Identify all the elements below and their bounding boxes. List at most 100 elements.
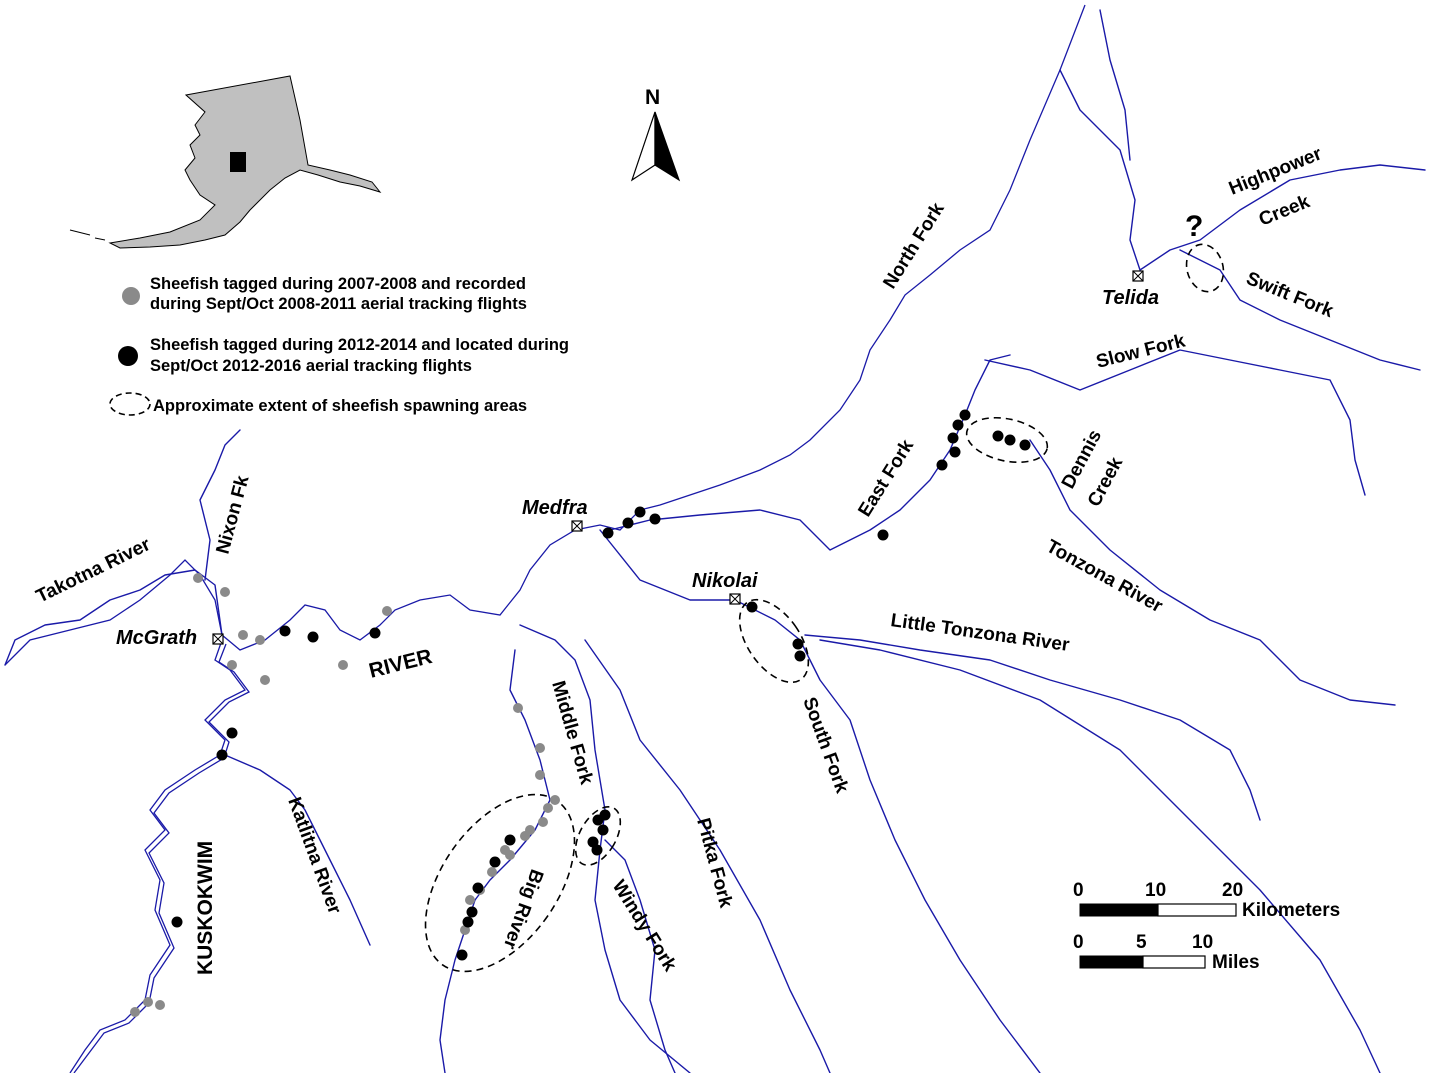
town-nikolai: Nikolai <box>692 570 758 605</box>
gray-dot-marker <box>220 587 230 597</box>
scale-mi-tick-0: 0 <box>1073 932 1084 953</box>
label-kuskokwim: KUSKOKWIM <box>194 841 217 975</box>
scale-mi-tick-1: 5 <box>1136 932 1147 953</box>
label-nixon-fk: Nixon Fk <box>213 473 254 556</box>
black-dot-marker <box>466 906 478 918</box>
gray-dot-marker <box>460 925 470 935</box>
east-fork-line <box>609 354 1011 551</box>
label-big-river: Big River <box>499 866 547 952</box>
black-dot-marker <box>936 459 948 471</box>
label-katlitna: Katlitna River <box>283 795 345 918</box>
spawn-area-south-fork <box>738 598 810 684</box>
spawn-area-swift-fork <box>1185 243 1225 293</box>
label-highpower-creek: Creek <box>1256 191 1313 230</box>
katlitna-river-line <box>224 754 371 946</box>
black-dot-marker <box>171 916 183 928</box>
town-label-medfra: Medfra <box>522 497 588 519</box>
label-pitka-fork: Pitka Fork <box>692 816 736 911</box>
gray-dot-marker <box>238 630 248 640</box>
town-telida: Telida <box>1102 270 1159 309</box>
black-dots-2012-2014 <box>171 409 1031 961</box>
legend-item-2-line2: Sept/Oct 2012-2016 aerial tracking fligh… <box>150 357 472 375</box>
label-tonzona: Tonzona River <box>1043 536 1167 617</box>
black-dot-marker <box>279 625 291 637</box>
legend-item-3-line1: Approximate extent of sheefish spawning … <box>153 397 527 415</box>
gray-dot-marker <box>227 660 237 670</box>
gray-dot-marker <box>193 573 203 583</box>
scale-km-tick-0: 0 <box>1073 880 1084 901</box>
legend: Sheefish tagged during 2007-2008 and rec… <box>109 275 569 416</box>
gray-dot-marker <box>513 703 523 713</box>
label-middle-fork: Middle Fork <box>547 679 597 788</box>
gray-dot-marker <box>505 850 515 860</box>
legend-item-1-line1: Sheefish tagged during 2007-2008 and rec… <box>150 275 526 293</box>
black-dot-marker <box>602 527 614 539</box>
little-tonzona-line <box>804 634 1261 821</box>
legend-item-2-line1: Sheefish tagged during 2012-2014 and loc… <box>150 336 569 354</box>
gray-dot-marker <box>543 803 553 813</box>
kuskokwim-river-line <box>4 4 1086 666</box>
scale-km-tick-2: 20 <box>1222 880 1243 901</box>
gray-dots-2007-2008 <box>130 573 560 1017</box>
middle-fork-line <box>519 624 691 1073</box>
north-fork-upper-line <box>1099 9 1131 161</box>
scale-km-tick-1: 10 <box>1145 880 1166 901</box>
black-dot-marker <box>952 419 964 431</box>
tonzona-river-line <box>1029 439 1396 706</box>
gray-dot-marker <box>338 660 348 670</box>
scale-bar-km: 0 10 20 Kilometers <box>1073 880 1340 921</box>
swift-fork-line <box>1179 249 1421 371</box>
question-mark: ? <box>1185 210 1203 243</box>
black-dot-marker <box>634 506 646 518</box>
gray-dot-marker <box>255 635 265 645</box>
label-east-fork: East Fork <box>854 436 918 521</box>
south-fork-line <box>599 529 1041 1073</box>
spawn-area-middle-fork <box>574 806 622 866</box>
black-dot-marker <box>369 627 381 639</box>
river-labels: North Fork Highpower Creek Swift Fork Sl… <box>33 143 1337 975</box>
north-arrow-icon <box>630 111 656 182</box>
black-dot-marker <box>949 446 961 458</box>
black-dot-marker <box>216 749 228 761</box>
black-dot-marker <box>1004 434 1016 446</box>
label-south-fork: South Fork <box>798 695 852 797</box>
label-river: RIVER <box>367 645 435 683</box>
big-river-line <box>439 649 551 1073</box>
gray-dot-marker <box>155 1000 165 1010</box>
gray-dot-marker <box>382 606 392 616</box>
black-dot-marker <box>746 601 758 613</box>
nixon-fk-line <box>199 429 241 581</box>
black-dot-marker <box>599 809 611 821</box>
town-label-mcgrath: McGrath <box>116 627 197 649</box>
river-network <box>4 4 1426 1073</box>
black-dot-marker <box>456 949 468 961</box>
scale-mi-tick-2: 10 <box>1192 932 1213 953</box>
black-dot-marker <box>591 844 603 856</box>
label-takotna: Takotna River <box>33 534 154 608</box>
gray-dot-marker <box>130 1007 140 1017</box>
black-dot-marker <box>947 432 959 444</box>
gray-dot-marker <box>465 895 475 905</box>
spawn-area-east-fork <box>965 416 1049 464</box>
black-dot-marker <box>649 513 661 525</box>
town-medfra: Medfra <box>522 497 588 532</box>
scale-mi-unit: Miles <box>1212 952 1260 973</box>
black-dot-marker <box>959 409 971 421</box>
black-dot-marker <box>307 631 319 643</box>
label-windy-fork: Windy Fork <box>608 877 681 976</box>
black-dot-marker <box>504 834 516 846</box>
gray-dot-marker <box>550 795 560 805</box>
label-highpower: Highpower <box>1226 143 1325 199</box>
windy-fork-line <box>604 839 676 1073</box>
scale-km-unit: Kilometers <box>1242 900 1340 921</box>
black-dot-marker <box>226 727 238 739</box>
lower-creek-line <box>819 639 1381 1073</box>
north-label: N <box>645 86 660 109</box>
black-dot-marker <box>1019 439 1031 451</box>
telida-river-line <box>1059 69 1426 271</box>
spawn-area-big-river <box>424 793 576 973</box>
study-area-marker <box>230 152 246 172</box>
town-label-telida: Telida <box>1102 287 1159 309</box>
gray-dot-marker <box>525 825 535 835</box>
gray-dot-marker <box>143 997 153 1007</box>
